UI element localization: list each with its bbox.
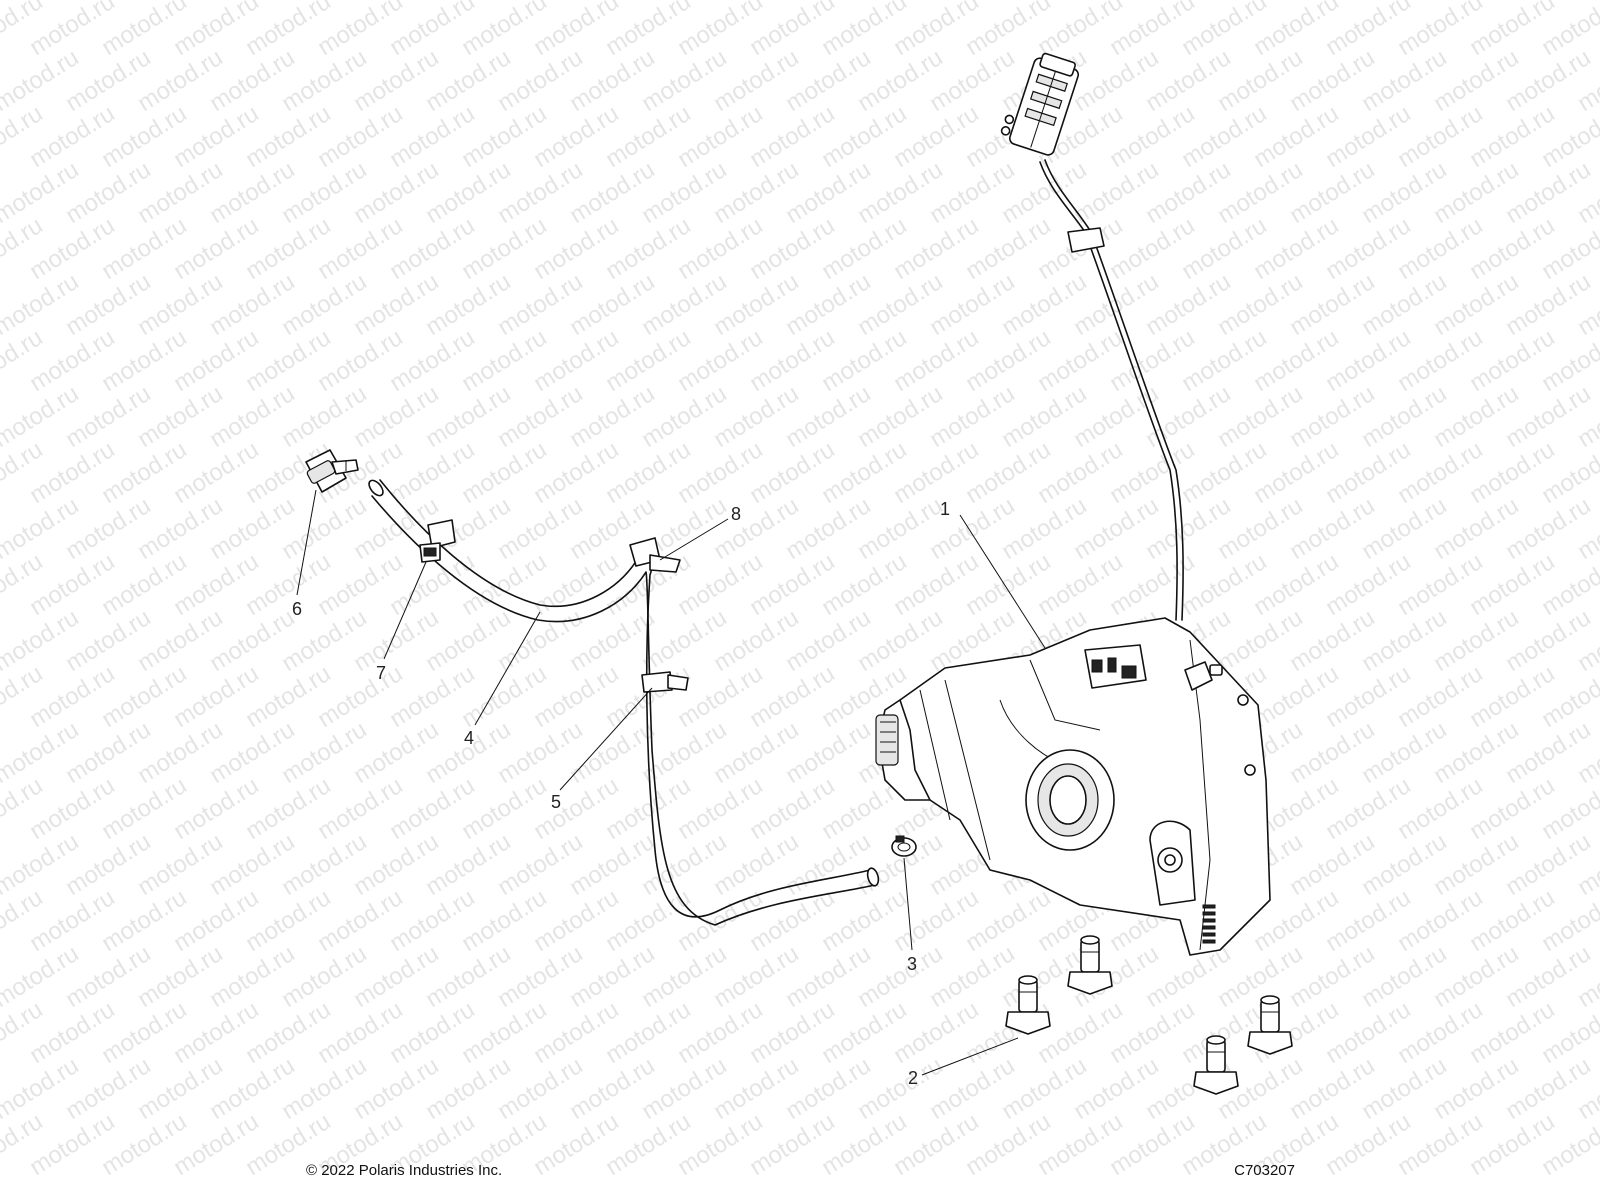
copyright-notice: © 2022 Polaris Industries Inc.	[306, 1162, 503, 1179]
hose-clamp-small	[891, 835, 917, 857]
bolt	[1005, 975, 1051, 1035]
leader-6	[296, 489, 317, 596]
bolt	[1247, 995, 1293, 1055]
tie-strap	[641, 671, 689, 693]
callout-2: 2	[908, 1068, 918, 1088]
breather-fitting	[305, 449, 359, 493]
leader-7	[383, 561, 427, 660]
barcode-marking	[1202, 904, 1216, 944]
callout-3: 3	[907, 954, 917, 974]
electrical-connector	[1000, 52, 1184, 621]
leader-lines	[296, 489, 1046, 1076]
callout-8: 8	[731, 504, 741, 524]
leader-5	[559, 687, 653, 791]
leader-8	[659, 518, 729, 561]
diagram-code: C703207	[1234, 1162, 1295, 1179]
callout-labels: 1 2 3 4 5 6 7 8	[292, 499, 950, 1088]
leader-2	[921, 1037, 1019, 1076]
bolt	[1193, 1035, 1239, 1095]
watermark-text: motod.ru	[1573, 0, 1600, 5]
callout-4: 4	[464, 728, 474, 748]
callout-7: 7	[376, 663, 386, 683]
callout-6: 6	[292, 599, 302, 619]
bolt	[1067, 935, 1113, 995]
gearcase-housing	[875, 617, 1271, 956]
flange-bolts	[1005, 935, 1293, 1095]
callout-5: 5	[551, 792, 561, 812]
callout-1: 1	[940, 499, 950, 519]
leader-3	[903, 857, 913, 951]
hose-clamp-upper	[419, 519, 456, 563]
leader-1	[959, 514, 1046, 649]
leader-4	[474, 611, 541, 726]
